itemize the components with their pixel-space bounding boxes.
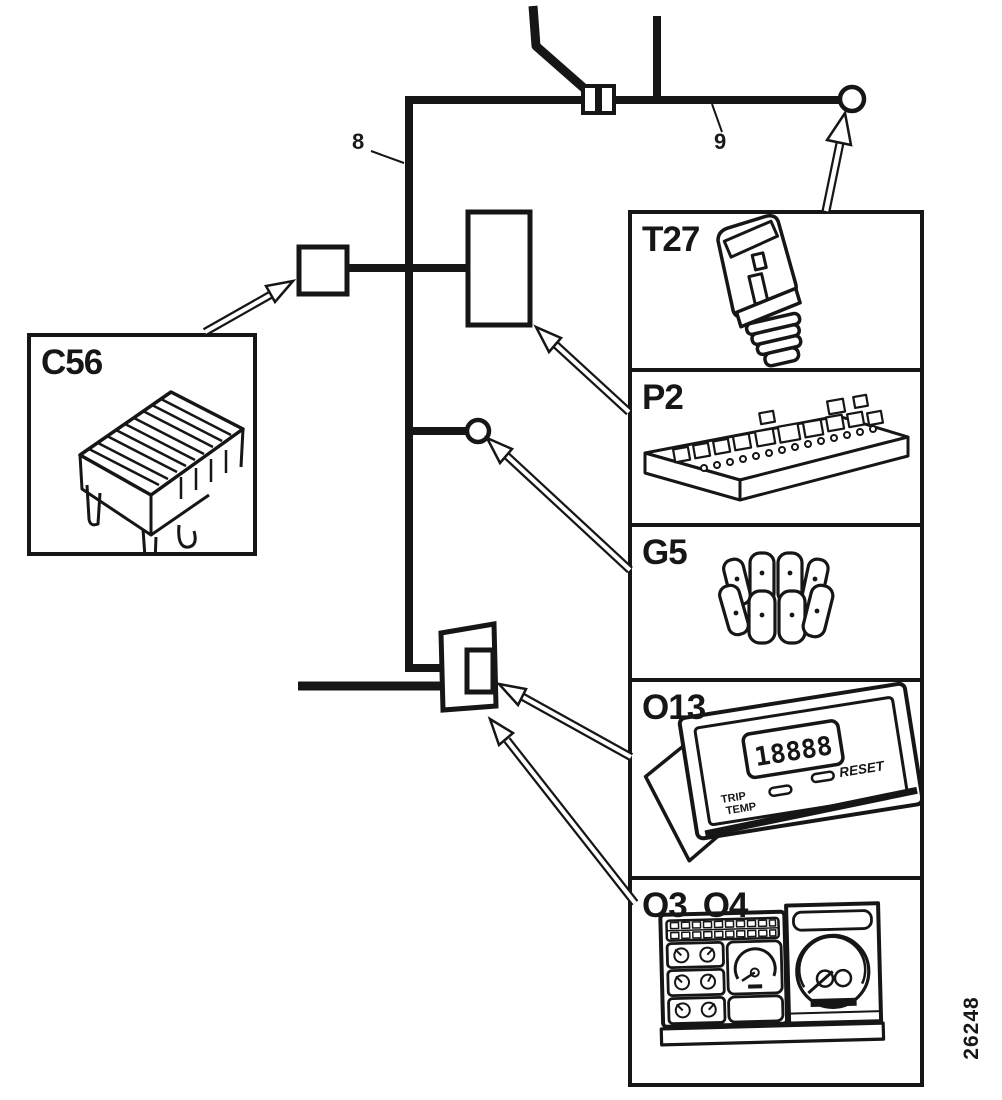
wire-number-8: 8 [352,129,365,154]
o13-reset-label: RESET [838,758,887,780]
o13-trip-button [768,784,793,798]
leader-line-9 [711,103,723,133]
callout-arrow-o13 [495,682,634,761]
cluster-connector-plug [464,647,496,695]
callout-arrow-t27 [821,109,853,212]
callout-arrow-o3o4 [487,716,639,906]
component-box-p2: P2 [632,372,920,527]
component-label-o4: O4 [702,886,749,925]
callout-arrow-g5 [484,435,633,574]
module-block [465,209,533,328]
component-label-t27: T27 [642,220,700,259]
callout-arrow-p2 [533,324,632,416]
component-box-g5: G5 [632,527,920,682]
inline-connector-half-right [598,84,616,115]
o13-temp-label: TEMP [725,801,757,818]
component-label-p2: P2 [642,378,684,417]
g5-pulse-ring-illustration [718,551,835,645]
component-label-o3o4: O3 O4 [642,886,749,926]
ring-terminal-sender [464,417,492,445]
component-label-c56: C56 [41,343,103,382]
p2-circuit-board-illustration [643,393,910,502]
callout-arrow-c56 [202,279,297,336]
branch-wire-diagonal [528,5,597,101]
o3o4-instrument-cluster-illustration [658,901,886,1047]
component-column: T27 P2 [628,210,924,1087]
o13-reset-button [810,770,835,784]
o13-trip-label: TRIP [720,790,747,806]
component-box-t27: T27 [632,214,920,372]
component-label-o3: O3 [642,886,688,925]
c56-connector-illustration [78,390,245,552]
document-part-number: 26248 [960,996,983,1060]
inline-connector-half-left [581,84,599,115]
cluster-connector-shell [438,621,499,713]
ring-terminal-sensor [837,84,867,114]
o13-trip-odometer-illustration: 18888 TRIP TEMP RESET [643,682,920,863]
leader-line-8 [370,150,405,164]
wire-number-9: 9 [714,129,727,154]
component-box-o13: O13 18888 TRIP TEMP RESET [632,682,920,880]
component-box-c56: C56 [27,333,257,556]
component-label-g5: G5 [642,533,688,572]
component-box-o3o4: O3 O4 [632,880,920,1083]
junction-connector-box [296,244,350,297]
component-label-o13: O13 [642,688,706,727]
t27-sensor-illustration [716,214,803,368]
